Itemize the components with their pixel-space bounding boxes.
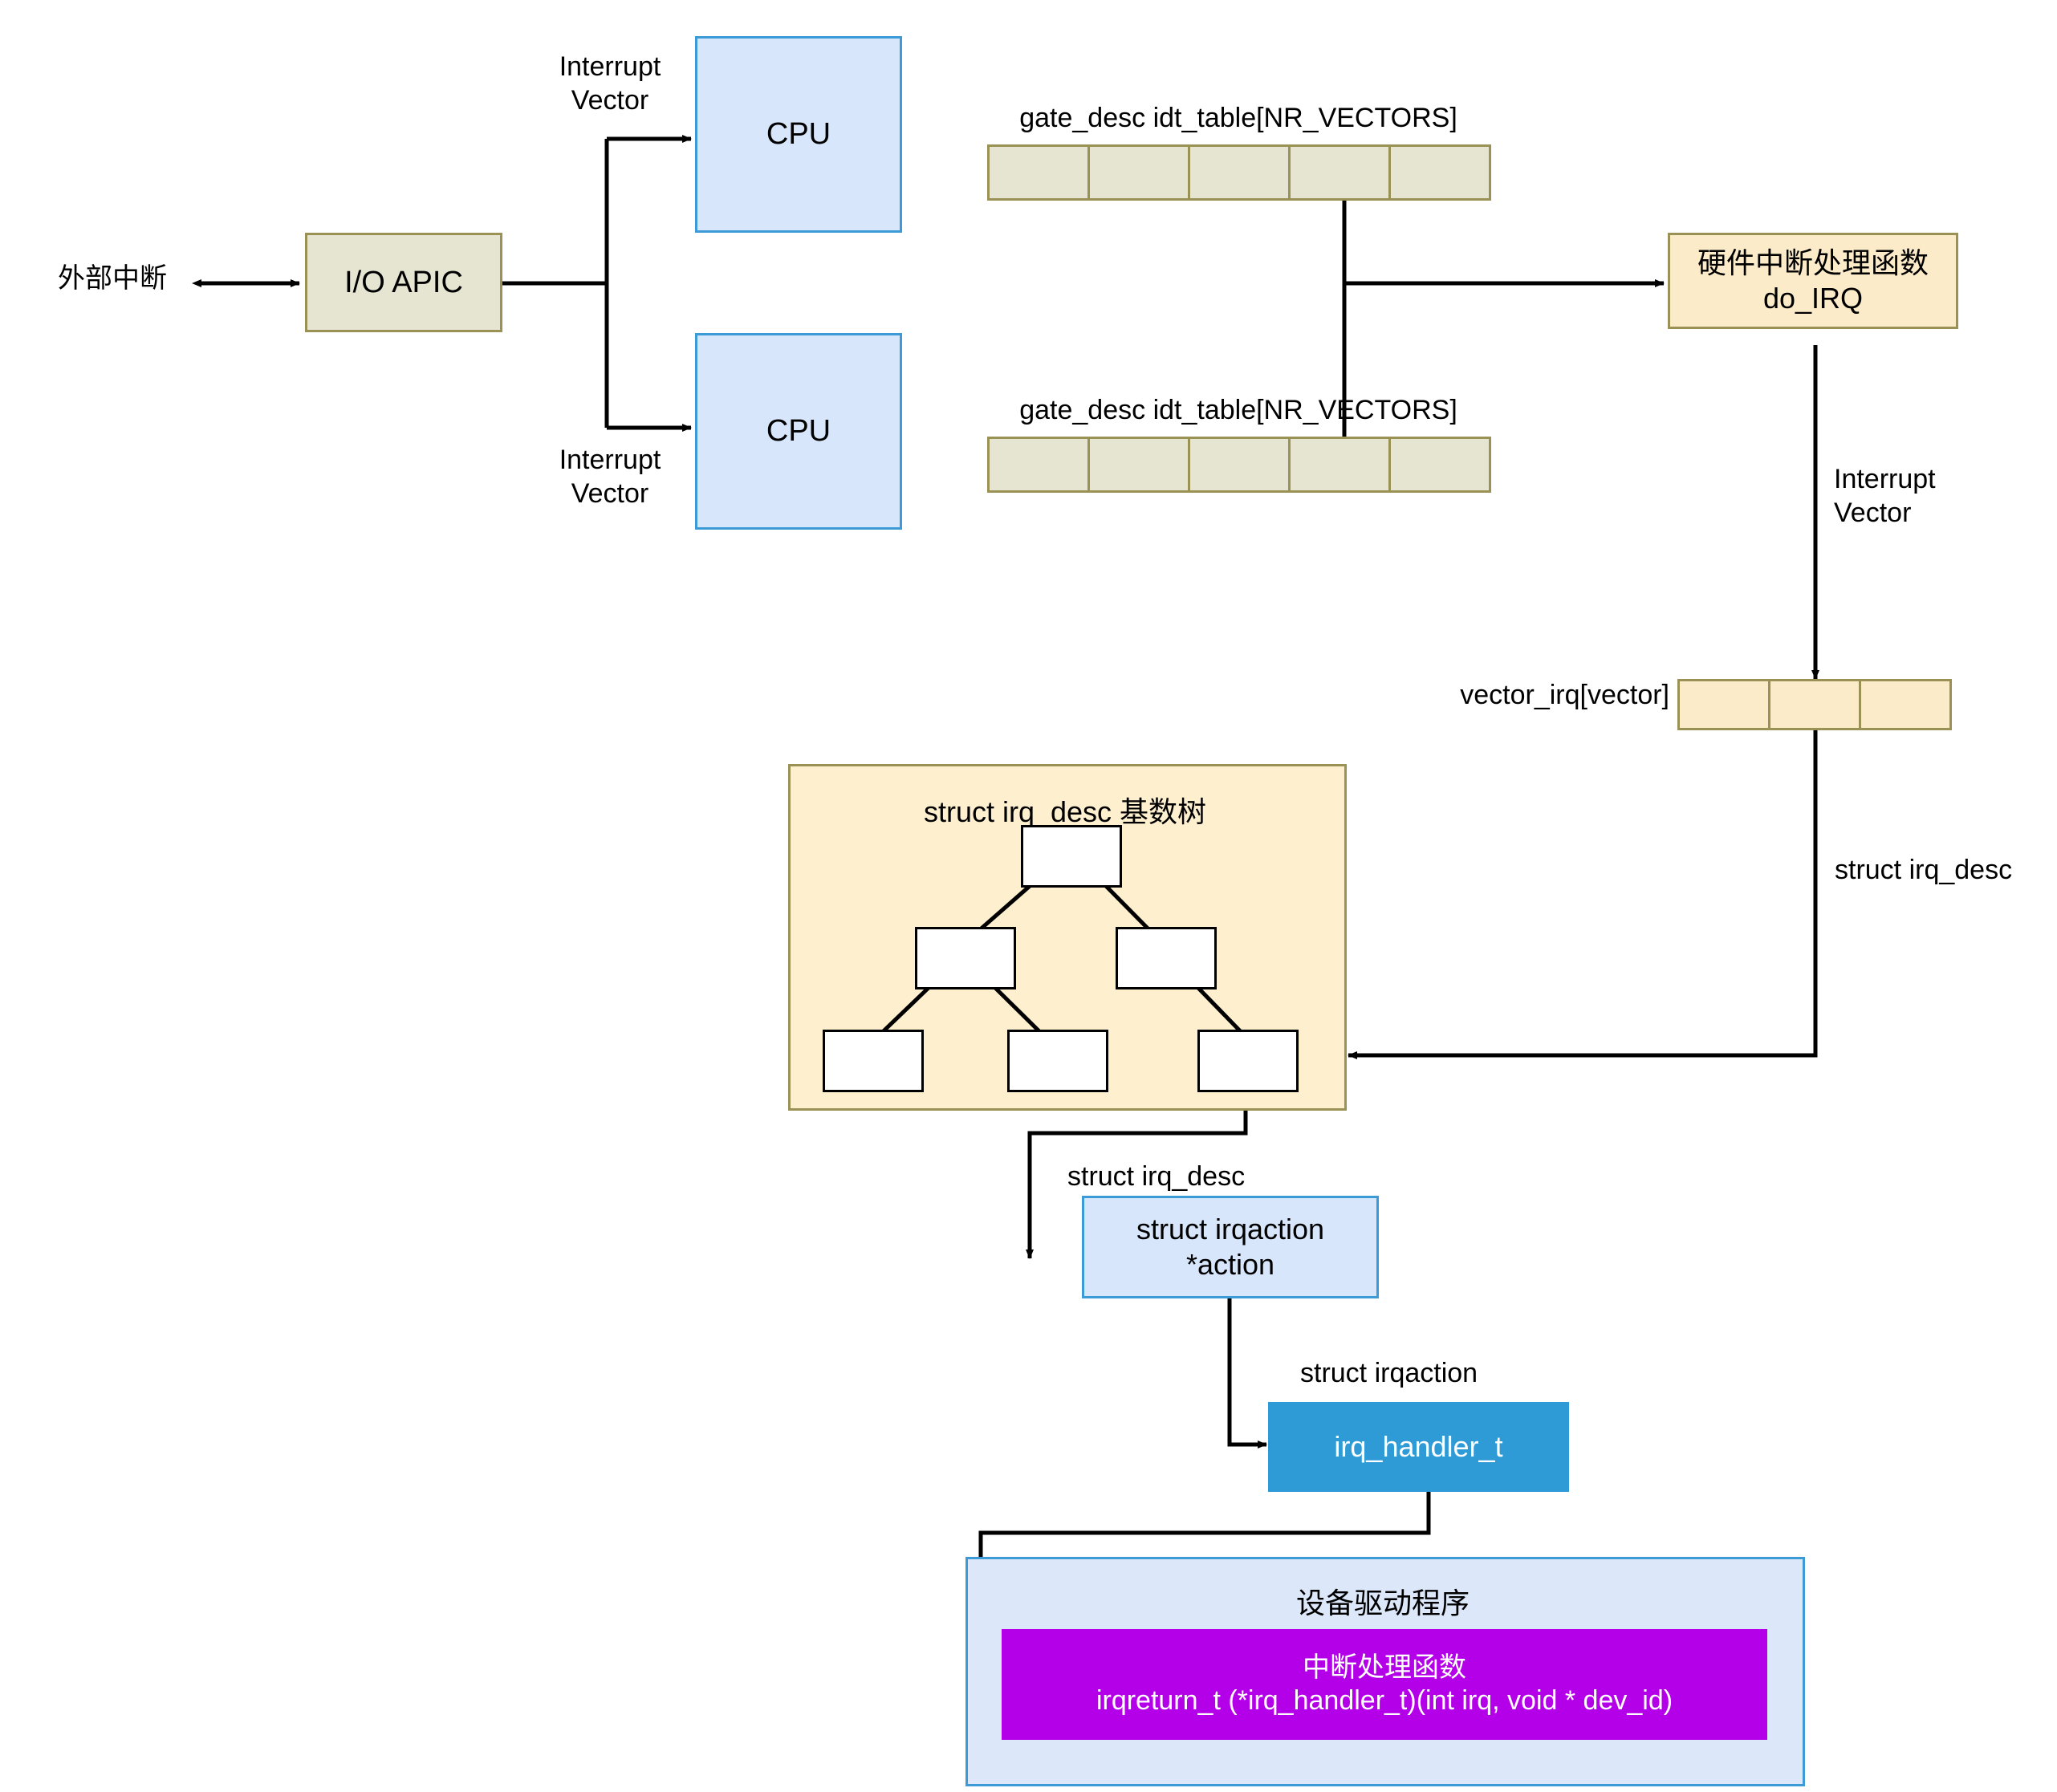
- vector-irq-cell[interactable]: [1680, 681, 1770, 728]
- idt-cell[interactable]: [1190, 439, 1291, 490]
- idt-cell[interactable]: [1391, 147, 1489, 198]
- idt-table-bottom-label: gate_desc idt_table[NR_VECTORS]: [1019, 395, 1457, 425]
- interrupt-handler-line-2: irqreturn_t (*irq_handler_t)(int irq, vo…: [1096, 1685, 1673, 1716]
- vector-irq-array[interactable]: [1677, 679, 1952, 730]
- idt-table-bottom[interactable]: [987, 437, 1491, 493]
- idt-table-top[interactable]: [987, 144, 1491, 201]
- do-irq-line-1: 硬件中断处理函数: [1697, 246, 1929, 280]
- wire-vectorirq-to-tree: [1348, 730, 1818, 1059]
- idt-cell[interactable]: [1291, 147, 1391, 198]
- struct-irqaction-action-box[interactable]: struct irqaction *action: [1082, 1196, 1379, 1298]
- interrupt-vector-label-right: Interrupt Vector: [1834, 464, 1936, 529]
- idt-table-top-label: gate_desc idt_table[NR_VECTORS]: [1019, 103, 1457, 133]
- idt-cell[interactable]: [1090, 439, 1190, 490]
- vector-irq-cell[interactable]: [1861, 681, 1949, 728]
- interrupt-handler-box[interactable]: 中断处理函数 irqreturn_t (*irq_handler_t)(int …: [1002, 1629, 1767, 1740]
- interrupt-vector-label-top: Interrupt Vector: [559, 51, 661, 116]
- external-interrupt-label: 外部中断: [58, 263, 167, 294]
- wire-irqaction-to-handler: [1227, 1298, 1267, 1449]
- cpu-box-top[interactable]: CPU: [695, 36, 902, 233]
- io-apic-box[interactable]: I/O APIC: [305, 233, 502, 332]
- idt-cell[interactable]: [1090, 147, 1190, 198]
- vector-irq-label: vector_irq[vector]: [1460, 680, 1669, 710]
- tree-node-level2-right[interactable]: [1116, 927, 1217, 989]
- do-irq-box[interactable]: 硬件中断处理函数 do_IRQ: [1668, 233, 1958, 329]
- tree-node-leaf-2[interactable]: [1007, 1030, 1108, 1092]
- irqaction-line-2: *action: [1185, 1248, 1275, 1281]
- tree-node-leaf-3[interactable]: [1197, 1030, 1299, 1092]
- device-driver-label: 设备驱动程序: [1295, 1587, 1470, 1619]
- interrupt-vector-label-bottom: Interrupt Vector: [559, 445, 661, 510]
- tree-node-level2-left[interactable]: [915, 927, 1016, 989]
- idt-cell[interactable]: [990, 147, 1090, 198]
- idt-cell[interactable]: [1291, 439, 1391, 490]
- struct-irq-desc-left-label: struct irq_desc: [1067, 1161, 1246, 1192]
- struct-irq-desc-right-label: struct irq_desc: [1835, 855, 2013, 885]
- do-irq-line-2: do_IRQ: [1762, 282, 1864, 315]
- tree-node-leaf-1[interactable]: [823, 1030, 924, 1092]
- irq-handler-t-box[interactable]: irq_handler_t: [1268, 1402, 1569, 1492]
- cpu-box-bottom[interactable]: CPU: [695, 333, 902, 530]
- idt-cell[interactable]: [990, 439, 1090, 490]
- vector-irq-cell[interactable]: [1770, 681, 1861, 728]
- struct-irqaction-label: struct irqaction: [1300, 1358, 1478, 1388]
- interrupt-handler-line-1: 中断处理函数: [1303, 1652, 1466, 1683]
- radix-tree-title: struct irq_desc 基数树: [923, 795, 1207, 828]
- idt-cell[interactable]: [1391, 439, 1489, 490]
- tree-node-root[interactable]: [1021, 825, 1122, 888]
- idt-cell[interactable]: [1190, 147, 1291, 198]
- irqaction-line-1: struct irqaction: [1136, 1213, 1325, 1246]
